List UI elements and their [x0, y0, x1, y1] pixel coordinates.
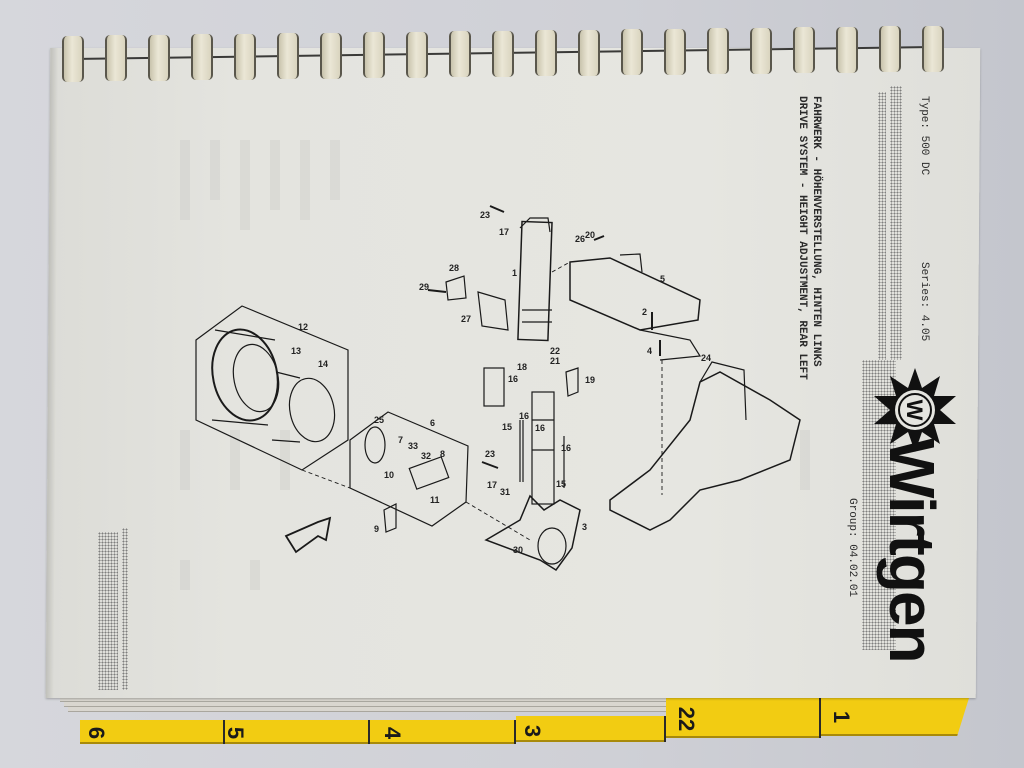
part-label: 3	[582, 522, 588, 532]
part-label: 18	[517, 362, 528, 372]
part-label: 15	[502, 422, 513, 432]
part-label: 29	[419, 282, 430, 292]
tab-section-1[interactable]: 1	[821, 698, 969, 736]
part-label: 12	[298, 322, 309, 332]
header-dot-band	[878, 92, 886, 360]
part-label: 26	[575, 234, 586, 244]
part-label: 20	[585, 230, 596, 240]
part-label: 21	[550, 356, 561, 366]
part-label: 1	[512, 268, 518, 278]
tab-section-22[interactable]: 22	[666, 698, 821, 738]
wirtgen-gear-icon: W	[874, 368, 956, 452]
part-label: 16	[508, 374, 519, 384]
part-label: 27	[461, 314, 472, 324]
part-label: 16	[519, 411, 530, 421]
part-label: 17	[499, 227, 510, 237]
tab-section-5[interactable]: 5	[223, 720, 370, 744]
part-label: 33	[408, 441, 419, 451]
part-label: 6	[430, 418, 436, 428]
part-label: 10	[384, 470, 395, 480]
part-label: 16	[535, 423, 546, 433]
tab-section-3[interactable]: 3	[516, 716, 666, 742]
part-label: 28	[449, 263, 460, 273]
header-dot-band	[890, 86, 902, 360]
part-label: 15	[556, 479, 567, 489]
part-label: 22	[550, 346, 561, 356]
part-label: 16	[561, 443, 572, 453]
wheel-assembly-outline	[195, 305, 349, 471]
part-label: 31	[500, 487, 511, 497]
part-label: 19	[585, 375, 596, 385]
footer-dot-band	[98, 532, 118, 690]
footer-dot-band	[122, 528, 128, 690]
part-label: 2	[642, 307, 648, 317]
part-label: 4	[647, 346, 653, 356]
tab-section-4[interactable]: 4	[370, 720, 516, 744]
part-label: 25	[374, 415, 385, 425]
part-label: 9	[374, 524, 380, 534]
part-label: 8	[440, 449, 446, 459]
part-label: 14	[318, 359, 329, 369]
part-label: 30	[513, 545, 524, 555]
part-label: 11	[430, 495, 440, 505]
part-label: 13	[291, 346, 302, 356]
tab-section-6[interactable]: 6	[80, 720, 225, 744]
spiral-binding	[62, 24, 952, 84]
part-label: 17	[487, 480, 498, 490]
part-label: 23	[485, 449, 496, 459]
svg-text:W: W	[902, 400, 927, 421]
part-label: 7	[398, 435, 404, 445]
part-label: 5	[660, 274, 666, 284]
part-label: 23	[480, 210, 491, 220]
part-label: 32	[421, 451, 432, 461]
part-label: 24	[701, 353, 712, 363]
